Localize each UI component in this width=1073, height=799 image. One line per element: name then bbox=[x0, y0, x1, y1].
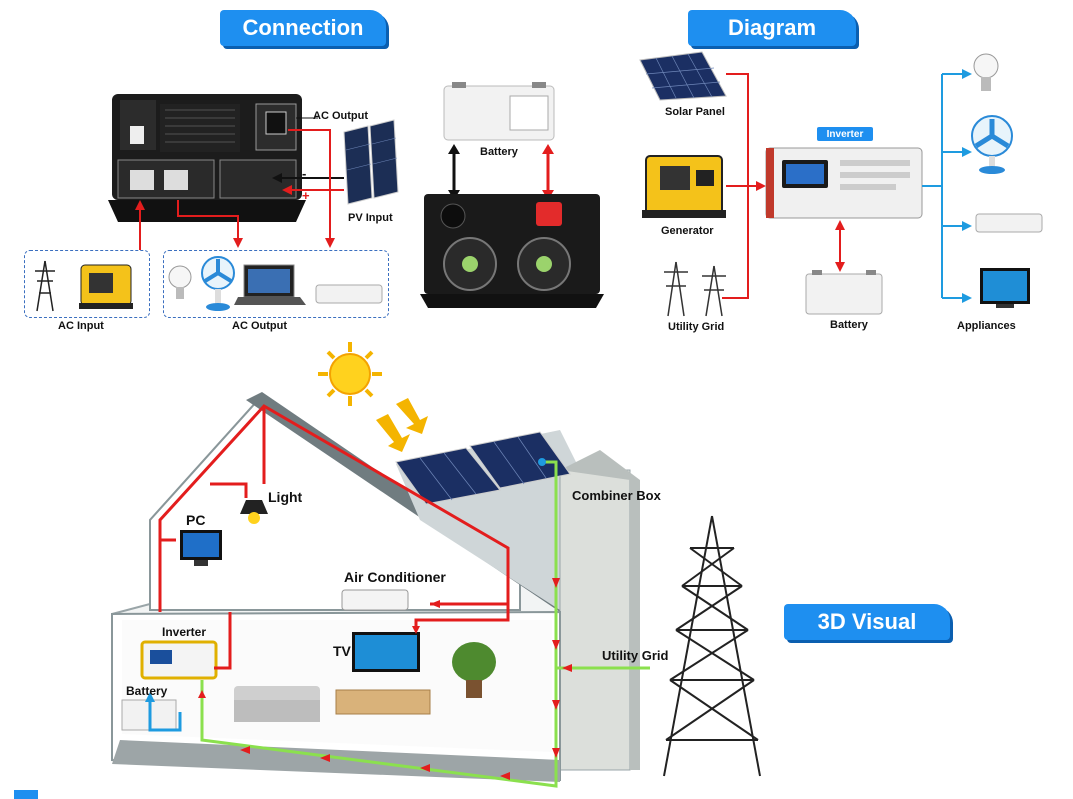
visual-battery-label: Battery bbox=[126, 684, 168, 698]
house-battery-unit bbox=[121, 699, 177, 731]
bulb-icon bbox=[168, 265, 192, 299]
transmission-tower-icon bbox=[663, 515, 761, 777]
diagram-appliances-label: Appliances bbox=[957, 320, 1016, 332]
diagram-inverter-label: Inverter bbox=[826, 128, 864, 140]
diagram-pylons-icon bbox=[664, 261, 726, 317]
ac-input-label: AC Input bbox=[58, 320, 104, 332]
visual-air-conditioner-label: Air Conditioner bbox=[344, 569, 446, 585]
plant-icon bbox=[452, 642, 496, 698]
pv-input-label: PV Input bbox=[348, 212, 393, 224]
inverter-rear-unit bbox=[108, 94, 306, 222]
ac-unit-icon bbox=[315, 284, 383, 304]
diagram-fan-icon bbox=[971, 115, 1013, 174]
ac-output-box bbox=[163, 250, 389, 318]
diagram-utility-grid-label: Utility Grid bbox=[668, 321, 725, 333]
pc-monitor-icon bbox=[180, 530, 222, 566]
pv-plus-sign: + bbox=[302, 188, 310, 203]
fan-icon bbox=[201, 256, 235, 311]
sofa-icon bbox=[234, 686, 320, 722]
visual3d-banner-text: 3D Visual bbox=[817, 609, 917, 634]
pv-minus-sign: - bbox=[302, 166, 307, 181]
visual-inverter-label: Inverter bbox=[162, 625, 207, 639]
visual-tv-label: TV bbox=[333, 643, 351, 659]
house-inverter-unit bbox=[140, 640, 218, 680]
tv-icon bbox=[352, 632, 420, 672]
ac-output-bottom-label: AC Output bbox=[232, 320, 287, 332]
diagram-solar-panel-label: Solar Panel bbox=[665, 106, 725, 118]
ac-input-icons bbox=[35, 260, 133, 312]
diagram-battery-unit bbox=[805, 270, 883, 315]
visual-utility-grid-label: Utility Grid bbox=[602, 648, 669, 663]
connection-banner: Connection bbox=[220, 10, 386, 46]
visual-pc-label: PC bbox=[186, 512, 206, 528]
sunlight-arrows bbox=[376, 398, 428, 452]
connection-battery-label: Battery bbox=[480, 146, 518, 158]
pylon-icon bbox=[35, 260, 55, 312]
visual-combiner-box-label: Combiner Box bbox=[572, 488, 661, 503]
diagram-inverter-badge: Inverter bbox=[817, 127, 873, 141]
laptop-icon bbox=[234, 264, 306, 305]
diagram-battery-label: Battery bbox=[830, 319, 868, 331]
ac-output-top-label: AC Output bbox=[313, 110, 368, 122]
diagram-generator-icon bbox=[642, 155, 726, 218]
diagram-ac-unit-icon bbox=[975, 213, 1043, 233]
inverter-front-unit bbox=[420, 194, 604, 308]
generator-icon bbox=[79, 264, 133, 309]
roof-solar-panels bbox=[395, 431, 571, 505]
diagram-solar-panel-icon bbox=[639, 51, 727, 101]
pv-panels bbox=[343, 119, 399, 205]
diagram-generator-label: Generator bbox=[661, 225, 714, 237]
visual3d-banner: 3D Visual bbox=[784, 604, 950, 640]
diagram-banner: Diagram bbox=[688, 10, 856, 46]
diagram-bulb-icon bbox=[973, 53, 999, 91]
house-structure bbox=[111, 392, 640, 782]
sun-icon bbox=[318, 342, 382, 406]
visual-light-label: Light bbox=[268, 489, 303, 505]
connection-battery-unit bbox=[443, 82, 555, 141]
ac-input-box bbox=[24, 250, 150, 318]
diagram-banner-text: Diagram bbox=[727, 15, 817, 40]
air-conditioner-icon bbox=[341, 589, 409, 611]
diagram-tv-icon bbox=[980, 268, 1030, 308]
connection-banner-text: Connection bbox=[242, 15, 364, 40]
tv-cabinet-icon bbox=[335, 689, 431, 715]
ac-output-icons bbox=[168, 256, 383, 311]
diagram-inverter-unit bbox=[765, 147, 923, 219]
light-bulb-icon bbox=[240, 500, 268, 524]
